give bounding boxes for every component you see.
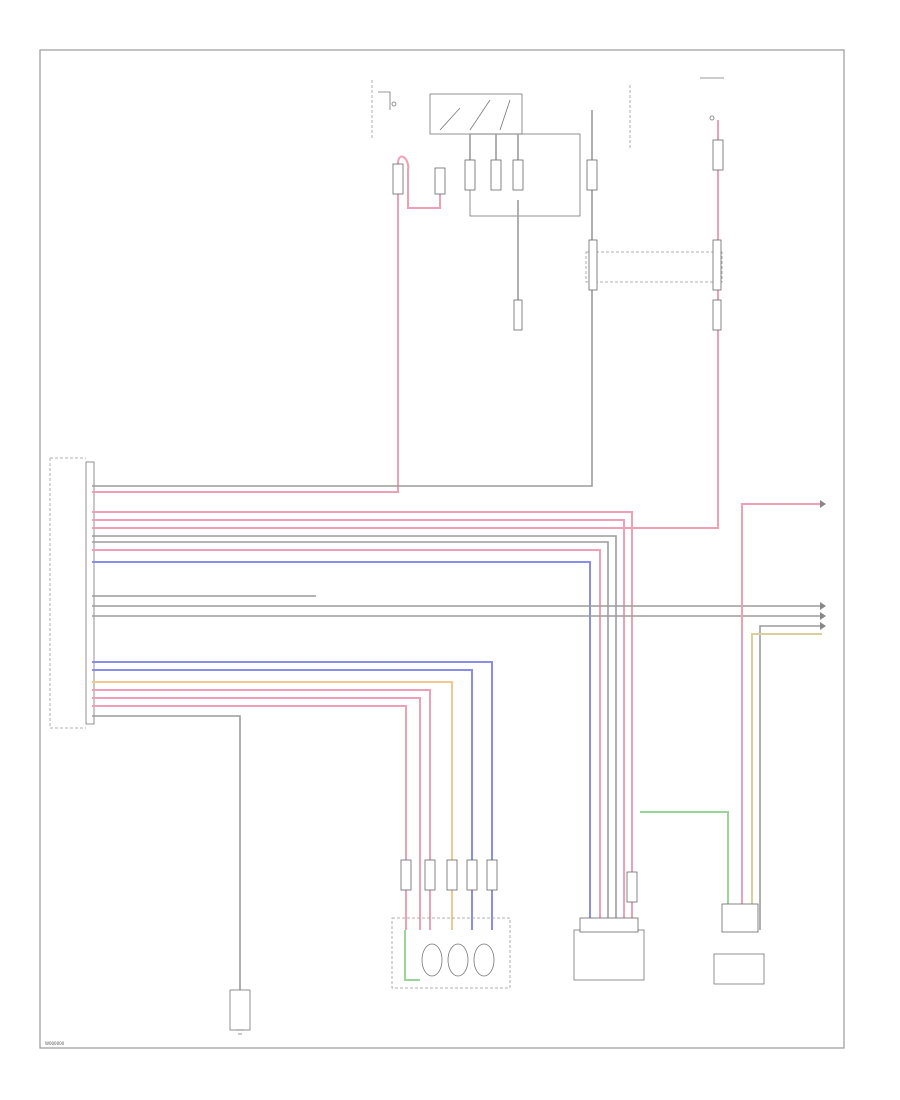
- wire-red-right: [92, 120, 719, 529]
- wire-gray-right: [759, 625, 822, 930]
- wire-red-h6: [92, 705, 407, 930]
- wire-tan-right: [751, 633, 822, 930]
- wire-red-h3: [92, 549, 601, 930]
- bottom-middle-module: [391, 917, 511, 989]
- connector-pins: [392, 139, 724, 903]
- wire-blue-h3: [92, 669, 473, 930]
- wire-red-1: [92, 162, 399, 493]
- wire-gray-ground: [92, 715, 241, 990]
- wire-red-h5: [92, 697, 421, 930]
- wire-red-loop: [397, 155, 441, 209]
- wire-gray-h1: [92, 535, 617, 930]
- ecm-connector: [49, 457, 95, 729]
- ground-symbol: [229, 989, 251, 1035]
- wire-red-h4: [92, 689, 431, 930]
- wire-gray-main: [92, 110, 593, 487]
- right-arrowheads: [820, 500, 826, 630]
- wire-green: [640, 811, 729, 930]
- top-right-sensor: [629, 77, 724, 150]
- wire-blue-h1: [92, 561, 591, 930]
- wire-gray-h2: [92, 541, 609, 930]
- wire-red-h2: [92, 519, 625, 930]
- bottom-right-module: [713, 903, 765, 985]
- fuse-relay-block: [371, 80, 581, 217]
- wire-orange: [92, 681, 453, 930]
- junction-dashed-box: [585, 251, 723, 283]
- bottom-center-module: [573, 917, 645, 981]
- diagram-frame: [39, 49, 845, 1049]
- wire-red-h1: [92, 511, 633, 930]
- footer-code: W000000: [45, 1041, 65, 1046]
- wire-red-right2: [741, 503, 822, 930]
- wire-blue-h2: [92, 661, 493, 930]
